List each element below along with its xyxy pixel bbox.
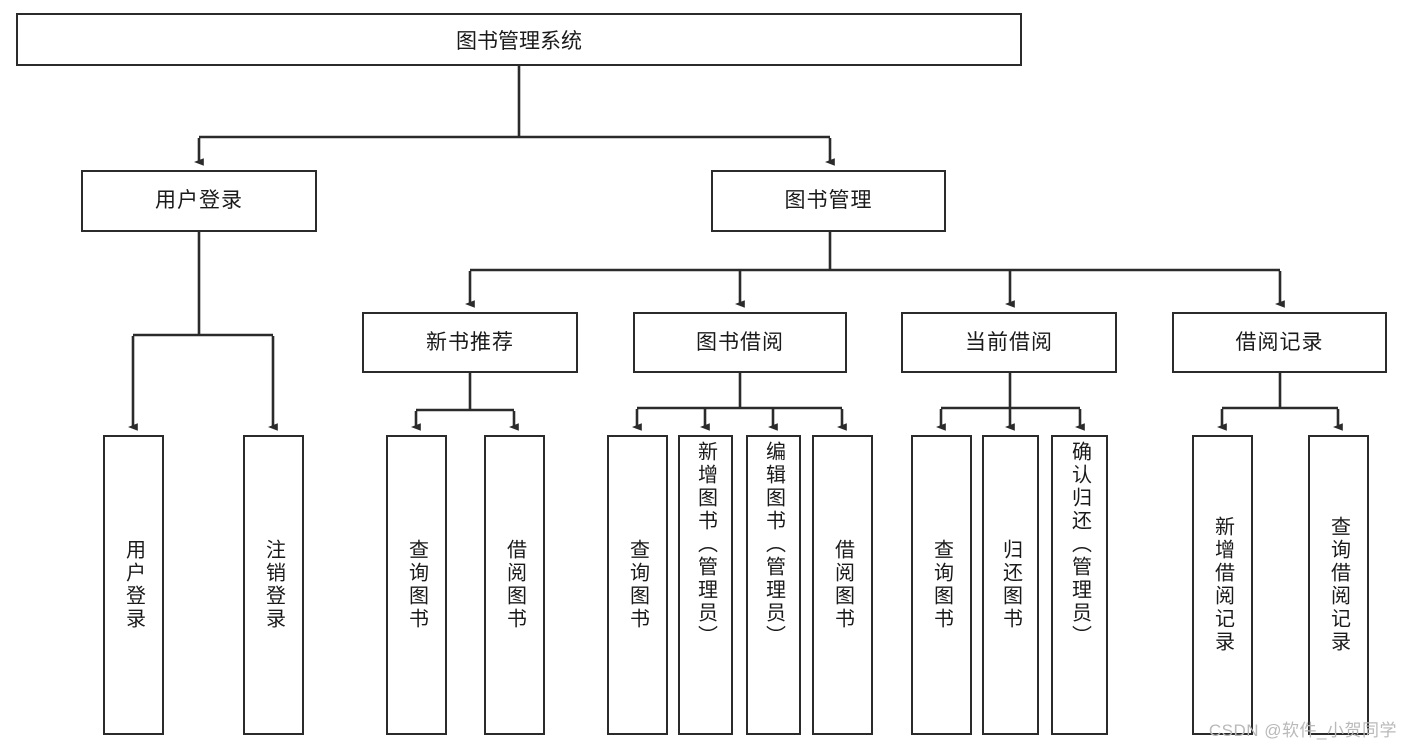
leaf-borrow-add-book-admin[interactable]: 新增图书（管理员） <box>678 435 733 735</box>
leaf-label: 注销登录 <box>262 539 285 631</box>
leaf-record-add-record[interactable]: 新增借阅记录 <box>1192 435 1253 735</box>
leaf-current-return-book[interactable]: 归还图书 <box>982 435 1039 735</box>
node-book-management[interactable]: 图书管理 <box>711 170 946 232</box>
leaf-recommend-borrow-book[interactable]: 借阅图书 <box>484 435 545 735</box>
node-book-borrow[interactable]: 图书借阅 <box>633 312 847 373</box>
node-borrow-record[interactable]: 借阅记录 <box>1172 312 1387 373</box>
node-new-book-recommend[interactable]: 新书推荐 <box>362 312 578 373</box>
node-current-borrow[interactable]: 当前借阅 <box>901 312 1117 373</box>
leaf-borrow-borrow-book[interactable]: 借阅图书 <box>812 435 873 735</box>
leaf-label: 查询借阅记录 <box>1327 516 1350 654</box>
node-label: 用户登录 <box>155 189 243 213</box>
node-label: 新书推荐 <box>426 330 514 354</box>
leaf-current-query-book[interactable]: 查询图书 <box>911 435 972 735</box>
node-label: 图书管理系统 <box>456 29 582 53</box>
watermark: CSDN @软件_小贺同学 <box>1208 721 1397 740</box>
node-label: 借阅记录 <box>1235 330 1324 354</box>
leaf-record-query-record[interactable]: 查询借阅记录 <box>1308 435 1369 735</box>
leaf-label: 新增借阅记录 <box>1211 516 1234 654</box>
leaf-label: 新增图书（管理员） <box>694 441 717 648</box>
leaf-borrow-edit-book-admin[interactable]: 编辑图书（管理员） <box>746 435 801 735</box>
leaf-current-confirm-return-admin[interactable]: 确认归还（管理员） <box>1051 435 1108 735</box>
leaf-label: 查询图书 <box>405 539 428 631</box>
node-label: 图书管理 <box>784 189 873 213</box>
leaf-borrow-query-book[interactable]: 查询图书 <box>607 435 668 735</box>
leaf-label: 借阅图书 <box>503 539 526 631</box>
node-label: 当前借阅 <box>965 330 1053 354</box>
leaf-label: 查询图书 <box>930 539 953 631</box>
leaf-label: 归还图书 <box>999 539 1022 631</box>
leaf-label: 编辑图书（管理员） <box>762 441 785 648</box>
leaf-label: 确认归还（管理员） <box>1068 441 1091 648</box>
leaf-label: 查询图书 <box>626 539 649 631</box>
leaf-user-login-signin[interactable]: 用户登录 <box>103 435 164 735</box>
leaf-recommend-query-book[interactable]: 查询图书 <box>386 435 447 735</box>
node-user-login[interactable]: 用户登录 <box>81 170 317 232</box>
leaf-label: 借阅图书 <box>831 539 854 631</box>
leaf-label: 用户登录 <box>122 539 145 631</box>
node-root-system[interactable]: 图书管理系统 <box>16 13 1022 66</box>
leaf-user-login-logout[interactable]: 注销登录 <box>243 435 304 735</box>
node-label: 图书借阅 <box>696 330 784 354</box>
